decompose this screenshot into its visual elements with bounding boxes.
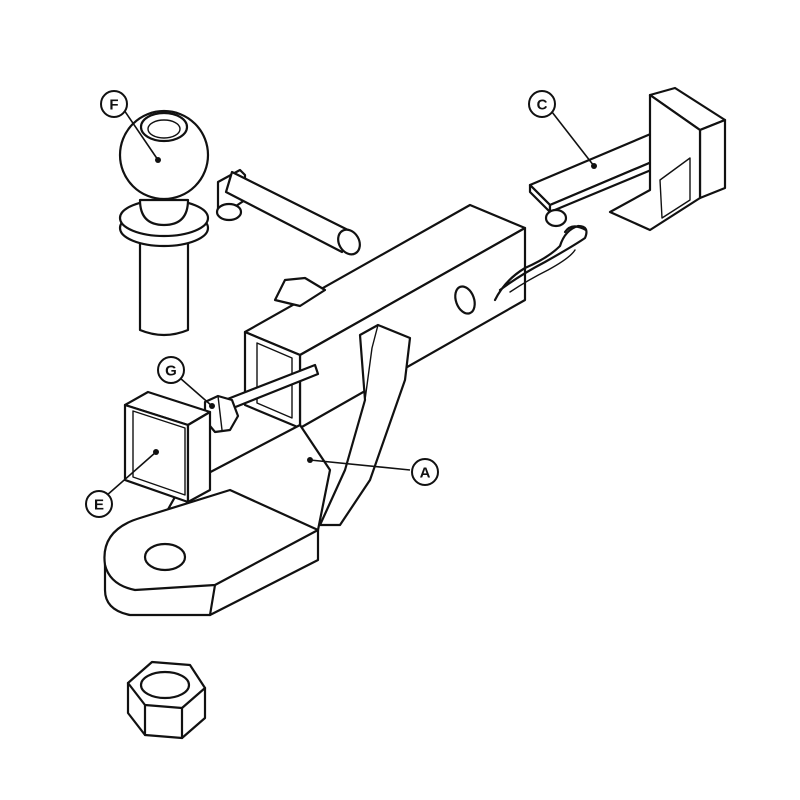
- callout-label-e: E: [94, 497, 104, 514]
- callout-f: F: [100, 90, 128, 118]
- ball-mount-bracket: [103, 276, 412, 617]
- leader-c: [551, 111, 595, 167]
- callout-label-g: G: [165, 363, 177, 380]
- leader-e: [105, 451, 157, 497]
- hex-nut: [126, 660, 207, 740]
- leader-dot-f: [155, 157, 161, 163]
- callout-bubble-a: [411, 458, 439, 486]
- leader-f: [123, 109, 159, 161]
- callout-bubble-e: [85, 490, 113, 518]
- callout-label-f: F: [109, 97, 118, 114]
- callout-label-a: A: [420, 465, 431, 482]
- leader-lines: [105, 109, 597, 497]
- leader-g: [179, 377, 213, 407]
- rubber-block-e: [123, 390, 212, 504]
- leader-a: [309, 459, 411, 471]
- spring-clip: [493, 224, 588, 302]
- hitch-pin: [215, 168, 361, 256]
- leader-dot-e: [153, 449, 159, 455]
- callout-g: G: [157, 356, 185, 384]
- hitch-cover-c: [528, 86, 727, 232]
- callout-bubble-g: [157, 356, 185, 384]
- receiver-tube: [243, 203, 527, 430]
- leader-dot-c: [591, 163, 597, 169]
- callout-label-c: C: [537, 97, 548, 114]
- callout-e: E: [85, 490, 113, 518]
- callout-a: A: [411, 458, 439, 486]
- callout-c: C: [528, 90, 556, 118]
- callout-bubble-f: [100, 90, 128, 118]
- callout-bubble-c: [528, 90, 556, 118]
- leader-dot-a: [307, 457, 313, 463]
- tow-ball-f: [118, 109, 210, 337]
- leader-dot-g: [209, 403, 215, 409]
